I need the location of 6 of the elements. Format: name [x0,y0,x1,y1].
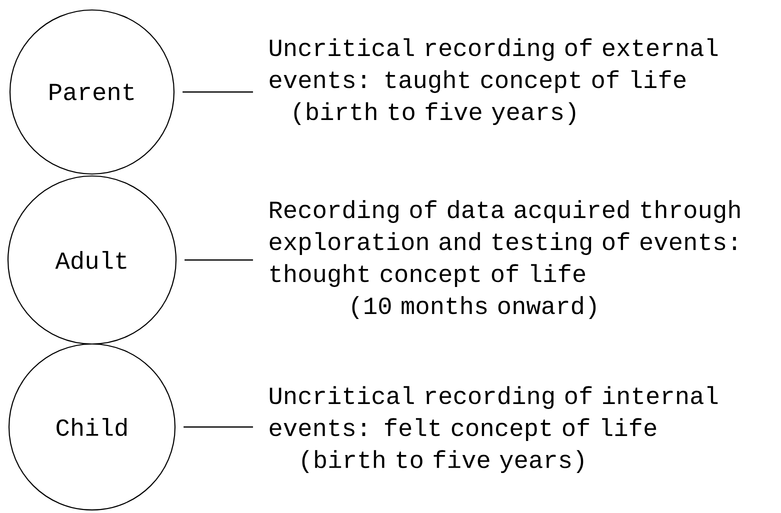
description-text: Uncritical recording of external events: taught concept of life (birth to five years) [270,38,718,126]
connector-line [184,426,253,428]
connector-line [184,259,253,261]
connector-line [182,91,253,93]
description-text: Recording of data acquired through exploration and testing of events: thought concept of life (10 months onward) [270,200,740,320]
description-text: Uncritical recording of internal events: felt concept of life (birth to five years) [270,386,718,474]
